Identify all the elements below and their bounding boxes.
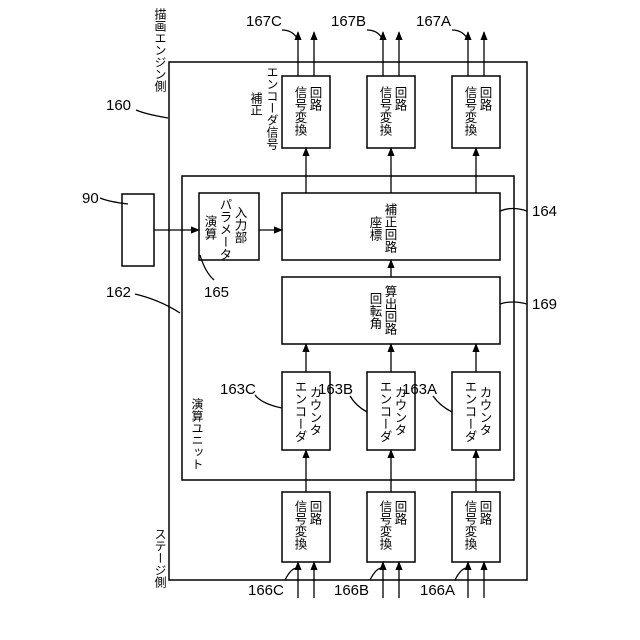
enc-counter-a-line2: カウンタ	[478, 386, 493, 436]
drawing-engine-side-label: 描画エンジン側	[153, 8, 167, 92]
ref-160: 160	[106, 97, 131, 114]
sig-conv-top-b-line2: 回路	[393, 86, 408, 112]
sig-conv-top-a-line2: 回路	[478, 86, 493, 112]
ref-169: 169	[532, 296, 557, 313]
stage-side-label: ステージ側	[153, 528, 167, 588]
sig-conv-bot-c-line1: 信号変換	[293, 500, 308, 550]
param-input-line3: 入力部	[233, 206, 248, 244]
leader-167b	[367, 30, 382, 38]
ref-163b: 163B	[318, 381, 353, 398]
ref-167a: 167A	[416, 13, 451, 30]
coord-corr-line1: 座標	[368, 215, 383, 241]
ref-166b: 166B	[334, 582, 369, 599]
ref-163a: 163A	[402, 381, 437, 398]
sig-conv-top-c-line1: 信号変換	[293, 86, 308, 136]
leader-160	[136, 110, 168, 118]
sig-conv-bot-b-line2: 回路	[393, 500, 408, 526]
leader-167c	[282, 30, 297, 38]
calc-unit-label: 演算ユニット	[190, 397, 204, 470]
ref-166a: 166A	[420, 582, 455, 599]
param-input-line1: 演算	[203, 214, 218, 240]
correction-label-line2: エンコーダ信号	[265, 66, 279, 150]
rot-angle-line2: 算出回路	[383, 284, 398, 336]
ref-163c: 163C	[220, 381, 256, 398]
ref-162: 162	[106, 284, 131, 301]
param-input-line2: パラメータ	[218, 198, 233, 261]
enc-counter-a-line1: エンコーダ	[463, 380, 478, 443]
ref-164: 164	[532, 203, 557, 220]
sig-conv-top-c-line2: 回路	[308, 86, 323, 112]
coord-corr-line2: 補正回路	[383, 203, 398, 254]
enc-counter-c-line1: エンコーダ	[293, 380, 308, 443]
sig-conv-bot-b-line1: 信号変換	[378, 500, 393, 550]
rot-angle-line1: 回転角	[368, 292, 383, 330]
ref-167b: 167B	[331, 13, 366, 30]
external-device-90	[122, 194, 154, 266]
sig-conv-bot-c-line2: 回路	[308, 500, 323, 526]
ref-90: 90	[82, 190, 99, 207]
ref-165: 165	[204, 284, 229, 301]
ref-167c: 167C	[246, 13, 282, 30]
enc-counter-b-line1: エンコーダ	[378, 380, 393, 443]
sig-conv-top-b-line1: 信号変換	[378, 86, 393, 136]
sig-conv-top-a-line1: 信号変換	[463, 86, 478, 136]
correction-label-line1: 補正	[249, 92, 263, 116]
leader-167a	[452, 30, 467, 38]
sig-conv-bot-a-line1: 信号変換	[463, 500, 478, 550]
ref-166c: 166C	[248, 582, 284, 599]
sig-conv-bot-a-line2: 回路	[478, 500, 493, 526]
